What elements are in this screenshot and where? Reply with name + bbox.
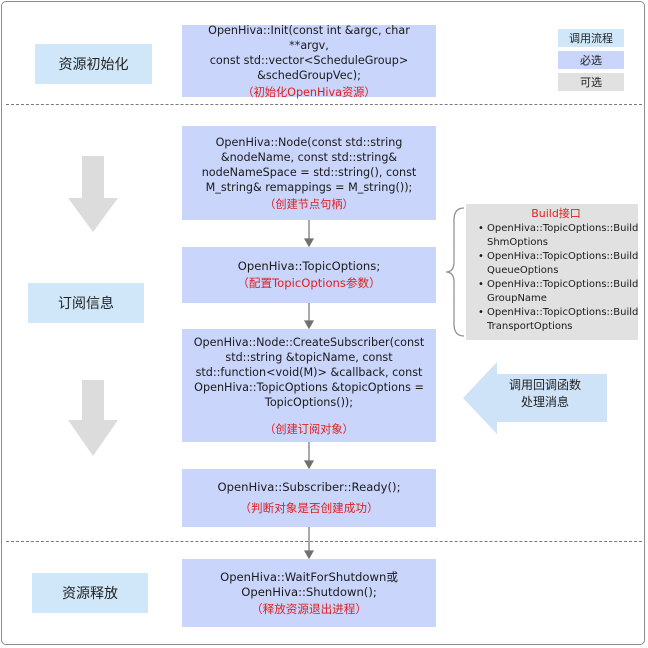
step-create-subscriber: OpenHiva::Node::CreateSubscriber(const s… xyxy=(182,329,436,442)
legend-optional: 可选 xyxy=(558,73,624,91)
phase-init-label: 资源初始化 xyxy=(35,44,152,84)
step-subscriber-ready-note: （判断对象是否创建成功） xyxy=(239,501,379,515)
left-arrow-icon xyxy=(463,362,607,434)
step-create-node-code: OpenHiva::Node(const std::string &nodeNa… xyxy=(201,135,417,194)
phase-release-label: 资源释放 xyxy=(32,573,148,613)
build-interface-box: Build接口 OpenHiva::TopicOptions::BuildShm… xyxy=(466,204,638,340)
step-topic-options: OpenHiva::TopicOptions; （配置TopicOptions参… xyxy=(182,247,436,303)
step-init-note: （初始化OpenHiva资源） xyxy=(242,85,376,99)
step-topic-options-code: OpenHiva::TopicOptions; xyxy=(237,259,381,273)
brace-icon xyxy=(445,207,465,337)
legend-required: 必选 xyxy=(558,51,624,69)
step-create-node-note: （创建节点句柄） xyxy=(264,197,354,211)
step-shutdown: OpenHiva::WaitForShutdown或 OpenHiva::Shu… xyxy=(182,559,436,627)
step-init-code: OpenHiva::Init(const int &argc, char **a… xyxy=(208,23,410,82)
build-item: OpenHiva::TopicOptions::BuildTransportOp… xyxy=(478,306,638,334)
step-init: OpenHiva::Init(const int &argc, char **a… xyxy=(182,23,436,99)
phase-separator-2 xyxy=(6,541,642,542)
step-shutdown-code: OpenHiva::WaitForShutdown或 OpenHiva::Shu… xyxy=(220,569,398,599)
step-subscriber-ready: OpenHiva::Subscriber::Ready(); （判断对象是否创建… xyxy=(182,469,436,527)
down-arrow-icon xyxy=(68,380,118,456)
step-topic-options-note: （配置TopicOptions参数） xyxy=(237,276,381,290)
build-interface-title: Build接口 xyxy=(531,207,581,220)
legend-call-flow: 调用流程 xyxy=(558,29,624,47)
step-create-subscriber-note: （创建订阅对象） xyxy=(264,422,354,436)
down-arrow-icon xyxy=(68,156,118,232)
step-create-node: OpenHiva::Node(const std::string &nodeNa… xyxy=(182,126,436,220)
step-shutdown-note: （释放资源退出进程） xyxy=(251,601,367,616)
step-subscriber-ready-code: OpenHiva::Subscriber::Ready(); xyxy=(217,480,401,494)
phase-subscribe-label: 订阅信息 xyxy=(28,283,144,323)
step-create-subscriber-code: OpenHiva::Node::CreateSubscriber(const s… xyxy=(193,335,425,409)
build-item: OpenHiva::TopicOptions::BuildQueueOption… xyxy=(478,250,638,278)
callback-label: 调用回调函数处理消息 xyxy=(508,378,581,409)
phase-separator-1 xyxy=(6,104,642,105)
